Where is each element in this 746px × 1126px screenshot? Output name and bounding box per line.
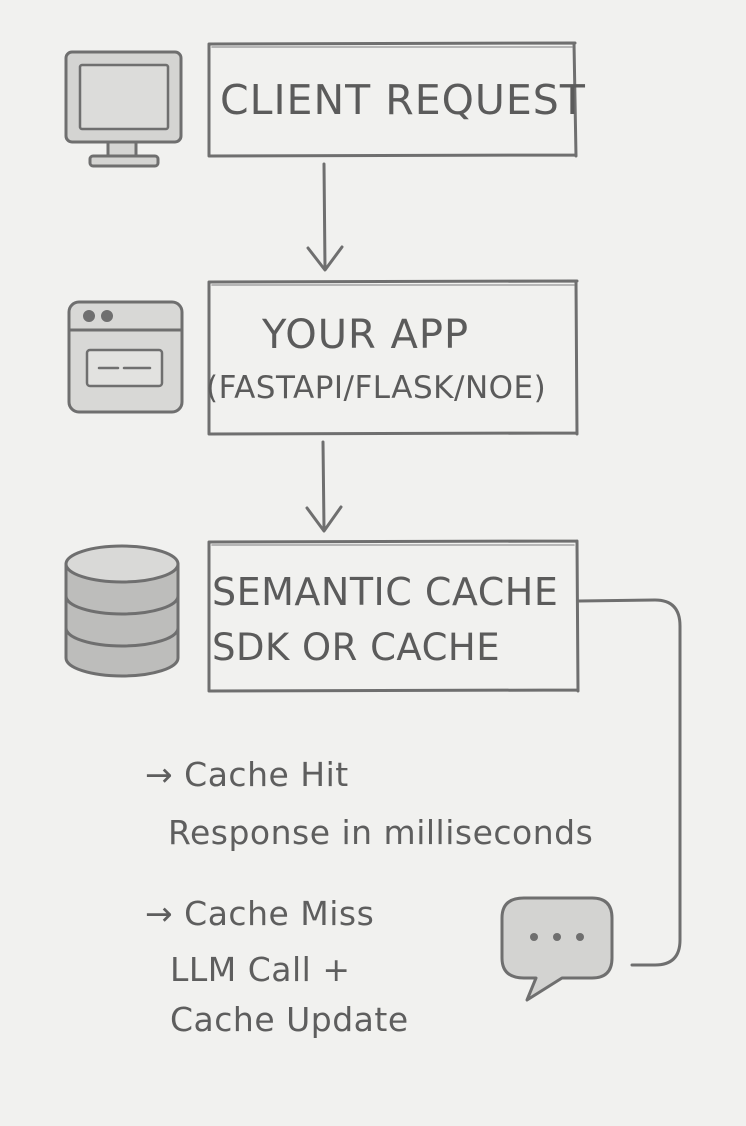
chat-bubble-icon — [500, 896, 614, 1002]
semantic-cache-subtitle: SDK OR CACHE — [212, 626, 501, 669]
semantic-cache-box — [207, 539, 580, 693]
arrow-client-to-app — [306, 162, 344, 272]
your-app-title: YOUR APP — [262, 312, 470, 358]
cache-hit-title: Cache Hit — [184, 755, 349, 794]
client-request-box — [207, 41, 578, 158]
cache-hit-label: → Cache Hit — [145, 755, 349, 794]
client-request-label: CLIENT REQUEST — [220, 76, 586, 124]
cache-hit-arrow: → — [145, 755, 174, 794]
semantic-cache-title: SEMANTIC CACHE — [212, 570, 559, 614]
cache-miss-title: Cache Miss — [184, 894, 375, 933]
your-app-box — [207, 279, 579, 436]
your-app-frameworks: (FASTAPI/FLASK/NOE) — [206, 370, 547, 406]
monitor-icon — [64, 50, 183, 168]
connector-cache-to-response — [577, 598, 682, 967]
cache-hit-detail: Response in milliseconds — [168, 813, 594, 852]
cache-miss-detail-2: Cache Update — [170, 1000, 409, 1039]
browser-window-icon — [67, 300, 184, 414]
cache-miss-arrow: → — [145, 894, 174, 933]
cache-miss-detail-1: LLM Call + — [170, 950, 351, 989]
database-icon — [64, 544, 180, 678]
arrow-app-to-cache — [305, 440, 343, 533]
cache-miss-label: → Cache Miss — [145, 894, 374, 933]
